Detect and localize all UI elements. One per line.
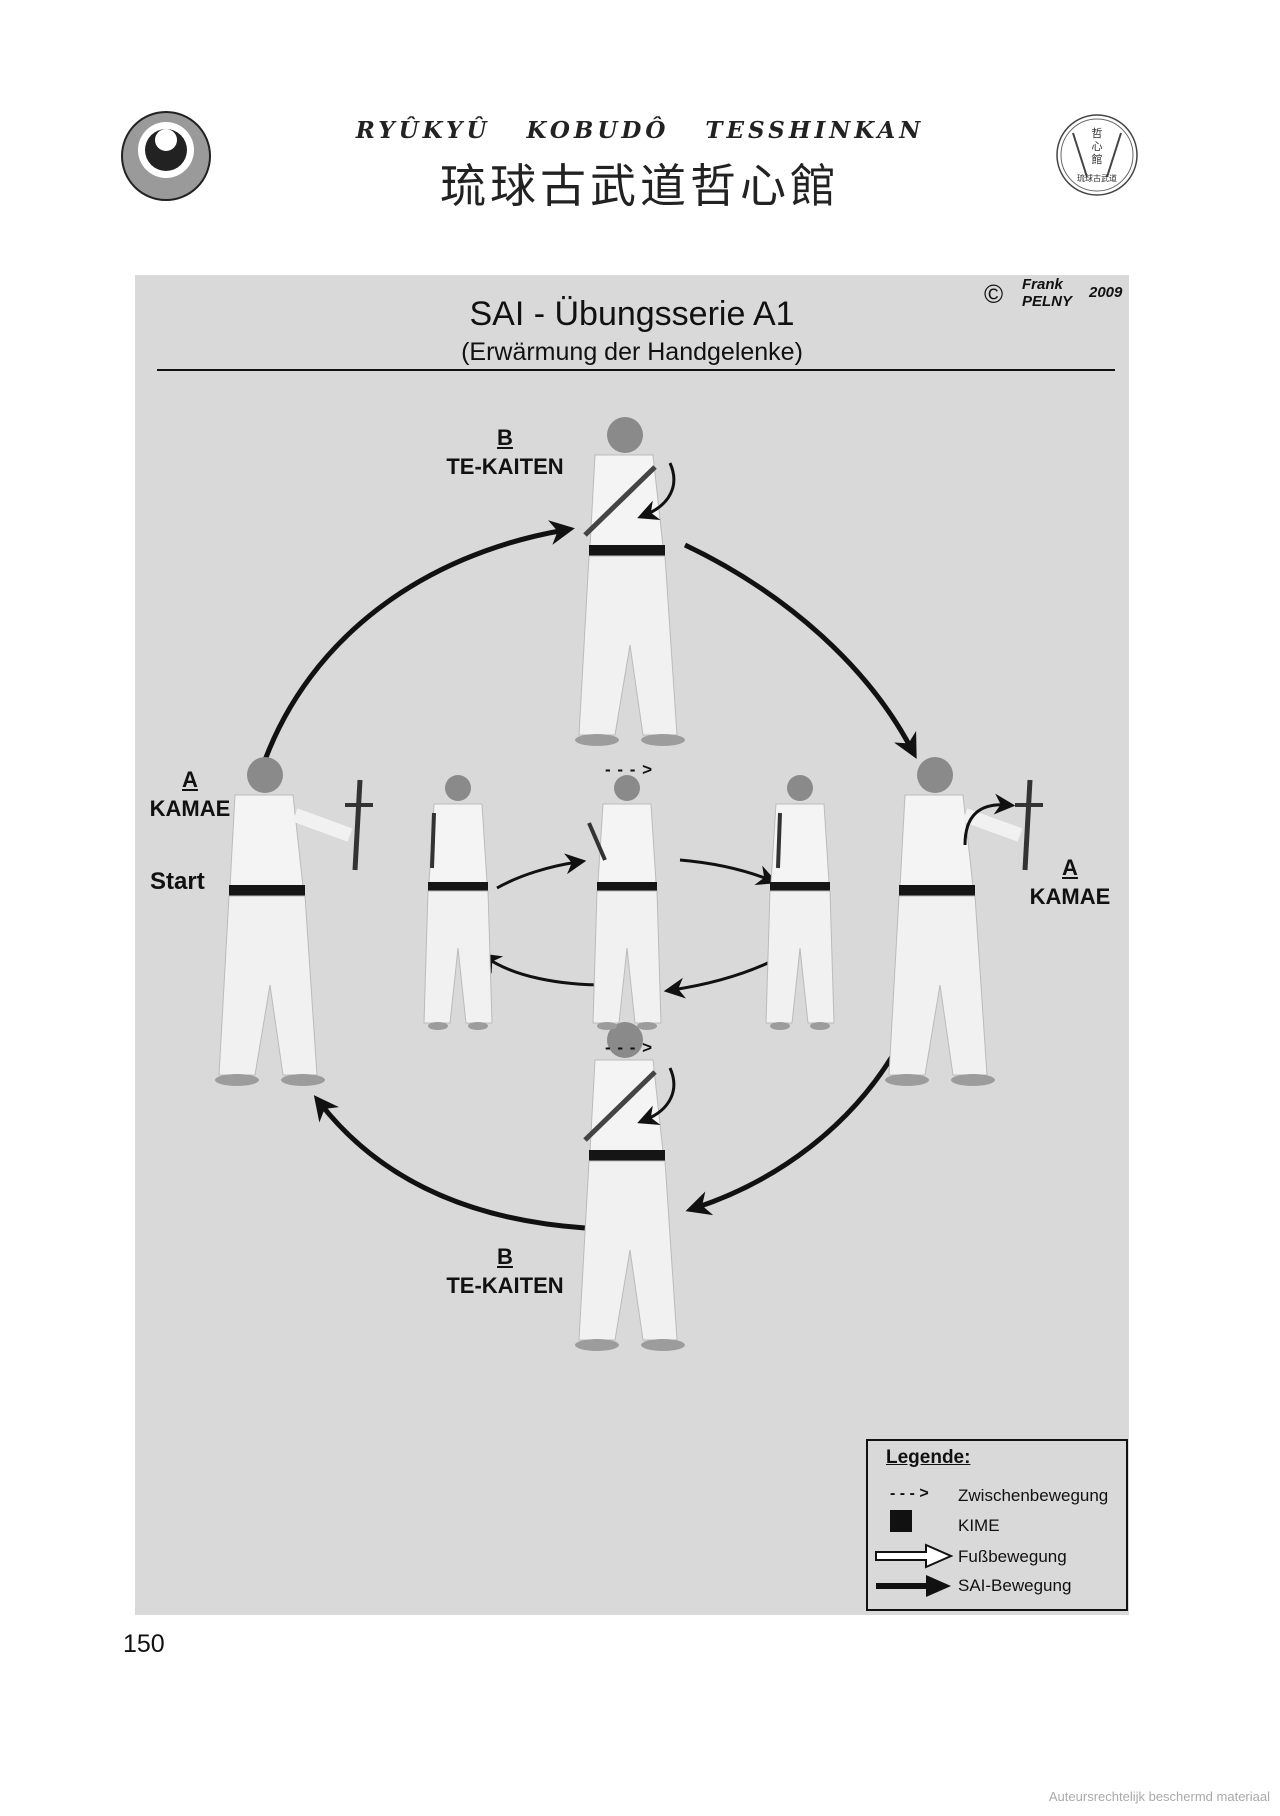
diagram-title: SAI - Übungsserie A1	[469, 295, 795, 333]
hollow-arrow-icon	[875, 1543, 954, 1569]
label-bottom-letter: B	[497, 1244, 513, 1269]
inner-arrow-1	[496, 853, 587, 890]
outer-arrow-bottom-to-left	[313, 1095, 586, 1231]
legend-label-fussbewegung: Fußbewegung	[958, 1547, 1067, 1566]
inner-arrow-2	[679, 858, 778, 886]
label-bottom: B TE-KAITEN	[430, 1242, 580, 1300]
figure-right-kamae	[884, 756, 1043, 1087]
figure-inner-right	[765, 774, 835, 1031]
legend-dash-symbol: - - - >	[890, 1485, 929, 1502]
label-left-name: KAMAE	[149, 796, 231, 821]
author-last-name: PELNY	[1022, 293, 1073, 310]
label-top: B TE-KAITEN	[430, 423, 580, 481]
label-left-letter: A	[182, 767, 198, 792]
label-right: A KAMAE	[1010, 853, 1130, 911]
label-bottom-name: TE-KAITEN	[446, 1273, 564, 1298]
label-top-letter: B	[497, 425, 513, 450]
figure-bottom-te-kaiten	[574, 1021, 686, 1352]
legend-label-kime: KIME	[958, 1516, 1000, 1535]
label-top-name: TE-KAITEN	[446, 454, 564, 479]
figure-left-kamae	[214, 756, 373, 1087]
outer-arrow-left-to-top	[262, 520, 575, 761]
seal-char-2: 心	[1092, 140, 1103, 153]
legend-title: Legende:	[886, 1447, 971, 1468]
legend-label-zwischenbewegung: Zwischenbewegung	[958, 1486, 1109, 1505]
copyright-year: 2009	[1089, 284, 1123, 301]
outer-arrow-top-to-right	[683, 542, 917, 759]
header-kanji-title: 琉球古武道哲心館	[440, 159, 840, 213]
seal-bottom-text: 琉球古武道	[1077, 173, 1117, 183]
legend-label-sai-bewegung: SAI-Bewegung	[958, 1576, 1072, 1595]
copyright-watermark: Auteursrechtelijk beschermd materiaal	[1048, 1789, 1270, 1804]
kime-square-icon	[890, 1510, 912, 1532]
figure-top-te-kaiten	[574, 416, 686, 747]
dojo-seal-logo: 哲 心 館 琉球古武道	[1056, 114, 1138, 196]
outer-arrow-right-to-bottom	[685, 1053, 896, 1216]
copyright-symbol: ©	[984, 279, 1004, 309]
school-logo-left	[121, 111, 211, 201]
seal-char-1: 哲	[1092, 127, 1103, 140]
title-divider	[157, 369, 1115, 371]
figure-inner-center	[587, 774, 662, 1031]
legend-box: Legende: - - - > Zwischenbewegung KIME F…	[866, 1439, 1128, 1611]
intermediate-marker-top: - - - >	[605, 760, 654, 779]
inner-arrow-4	[480, 953, 606, 987]
header-latin-title: RYÛKYÛ KOBUDÔ TESSHINKAN	[355, 117, 925, 144]
label-start: Start	[150, 868, 205, 895]
label-left: A KAMAE	[130, 765, 250, 823]
copyright-author: Frank PELNY	[1022, 276, 1072, 310]
inner-arrow-3	[663, 960, 771, 999]
intermediate-marker-bottom: - - - >	[605, 1038, 654, 1057]
page-number: 150	[123, 1630, 165, 1658]
diagram-subtitle: (Erwärmung der Handgelenke)	[461, 338, 803, 366]
figure-inner-left	[423, 774, 493, 1031]
solid-arrow-icon	[876, 1575, 951, 1597]
label-right-letter: A	[1062, 855, 1078, 880]
author-first-name: Frank	[1022, 276, 1063, 293]
seal-char-3: 館	[1092, 152, 1103, 166]
label-right-name: KAMAE	[1029, 884, 1111, 909]
